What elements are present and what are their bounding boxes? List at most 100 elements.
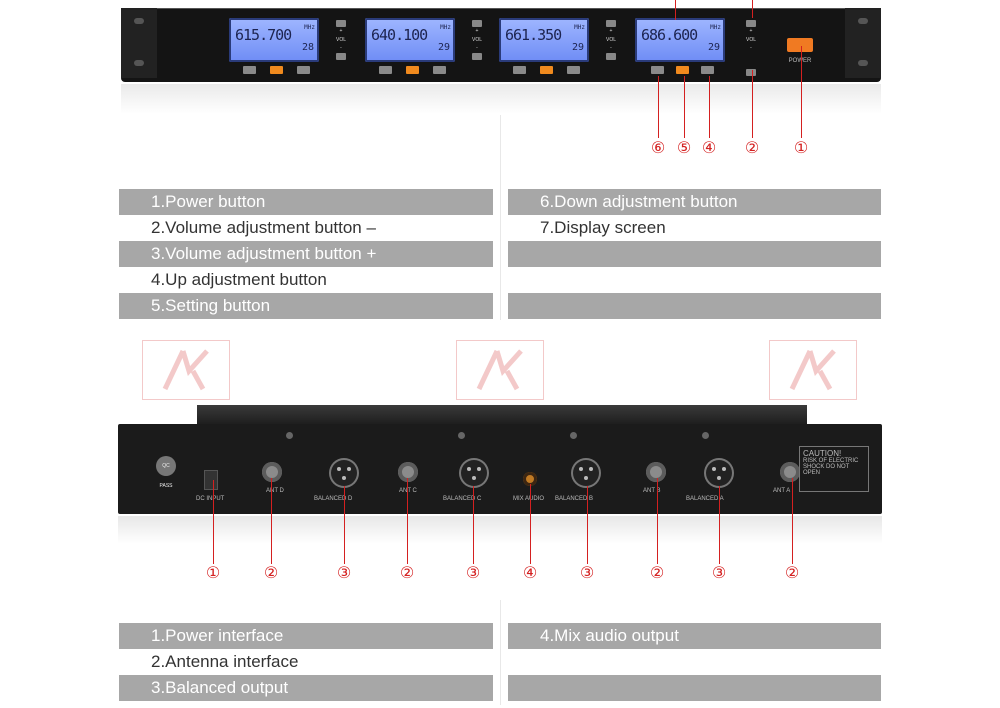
- display-screen: 640.100 MHz 29: [365, 18, 455, 62]
- legend-row-empty: [508, 675, 881, 701]
- leader-line: [709, 76, 710, 138]
- frequency-unit: MHz: [304, 24, 315, 31]
- volume-minus-label: -: [340, 45, 342, 51]
- balanced-a-label: BALANCED A: [686, 496, 724, 502]
- frequency-readout: 615.700: [235, 26, 292, 44]
- screw: [570, 432, 577, 439]
- volume-down-button[interactable]: [746, 69, 756, 76]
- receiver-front-panel: 615.700 MHz 28 + VOL - 640.100 MHz 29 + …: [121, 8, 881, 82]
- power-button[interactable]: [787, 38, 813, 52]
- callout-6: ⑥: [650, 138, 666, 157]
- leader-line: [752, 0, 753, 18]
- up-button[interactable]: [567, 66, 580, 74]
- callout-4: ④: [522, 563, 538, 582]
- setting-button[interactable]: [540, 66, 553, 74]
- ant-b-label: ANT B: [643, 488, 661, 494]
- balanced-b-label: BALANCED B: [555, 496, 594, 502]
- legend-row: 2.Volume adjustment button –: [151, 218, 376, 237]
- leader-line: [473, 486, 474, 564]
- volume-down-button[interactable]: [472, 53, 482, 60]
- volume-down-button[interactable]: [606, 53, 616, 60]
- setting-button[interactable]: [406, 66, 419, 74]
- callout-2: ②: [744, 138, 760, 157]
- setting-button[interactable]: [676, 66, 689, 74]
- dc-input-jack[interactable]: [204, 470, 218, 490]
- watermark-logo: [142, 340, 230, 400]
- leader-line: [530, 484, 531, 564]
- volume-down-button[interactable]: [336, 53, 346, 60]
- up-button[interactable]: [701, 66, 714, 74]
- balanced-d-label: BALANCED D: [314, 496, 353, 502]
- down-button[interactable]: [243, 66, 256, 74]
- leader-line: [792, 478, 793, 564]
- antenna-d-connector[interactable]: [262, 462, 282, 482]
- antenna-b-connector[interactable]: [646, 462, 666, 482]
- caution-text: RISK OF ELECTRIC SHOCK DO NOT OPEN: [803, 458, 859, 476]
- legend-row: 1.Power interface: [119, 623, 493, 649]
- frequency-unit: MHz: [710, 24, 721, 31]
- callout-2: ②: [784, 563, 800, 582]
- receiver-rear-panel: QC PASS DC INPUT ANT D BALANCED D ANT C …: [118, 424, 882, 514]
- volume-up-button[interactable]: [746, 20, 756, 27]
- leader-line: [719, 486, 720, 564]
- rack-ear-right: [845, 8, 881, 78]
- volume-control: + VOL -: [741, 18, 761, 76]
- leader-line: [587, 486, 588, 564]
- mix-audio-jack[interactable]: [523, 472, 537, 486]
- down-button[interactable]: [379, 66, 392, 74]
- legend-row: 4.Mix audio output: [508, 623, 881, 649]
- up-button[interactable]: [297, 66, 310, 74]
- leader-line: [658, 76, 659, 138]
- leader-line: [407, 478, 408, 564]
- leader-line: [213, 480, 214, 564]
- legend-row: 3.Balanced output: [119, 675, 493, 701]
- down-button[interactable]: [513, 66, 526, 74]
- volume-up-button[interactable]: [472, 20, 482, 27]
- volume-plus-label: +: [339, 28, 343, 34]
- screw: [458, 432, 465, 439]
- volume-plus-label: +: [609, 28, 613, 34]
- panel-reflection: [118, 516, 882, 544]
- ant-d-label: ANT D: [266, 488, 284, 494]
- watermark-logo: [769, 340, 857, 400]
- frequency-readout: 686.600: [641, 26, 698, 44]
- divider-line: [500, 600, 501, 705]
- antenna-a-connector[interactable]: [780, 462, 800, 482]
- divider-line: [500, 115, 501, 320]
- up-button[interactable]: [433, 66, 446, 74]
- down-button[interactable]: [651, 66, 664, 74]
- power-label: POWER: [788, 58, 812, 64]
- callout-3: ③: [465, 563, 481, 582]
- callout-2: ②: [263, 563, 279, 582]
- callout-3: ③: [711, 563, 727, 582]
- volume-label: VOL: [471, 37, 482, 43]
- balanced-c-output[interactable]: [459, 458, 489, 488]
- volume-up-button[interactable]: [606, 20, 616, 27]
- volume-minus-label: -: [610, 45, 612, 51]
- volume-control: + VOL -: [467, 18, 487, 62]
- display-screen: 686.600 MHz 29: [635, 18, 725, 62]
- balanced-d-output[interactable]: [329, 458, 359, 488]
- legend-row-empty: [508, 241, 881, 267]
- callout-2: ②: [649, 563, 665, 582]
- volume-plus-label: +: [475, 28, 479, 34]
- legend-row: 3.Volume adjustment button +: [119, 241, 493, 267]
- setting-button[interactable]: [270, 66, 283, 74]
- leader-line: [684, 76, 685, 138]
- legend-row: 4.Up adjustment button: [151, 270, 327, 289]
- channel-readout: 29: [571, 42, 584, 53]
- legend-row: 1.Power button: [119, 189, 493, 215]
- leader-line: [657, 478, 658, 564]
- ant-a-label: ANT A: [773, 488, 791, 494]
- antenna-c-connector[interactable]: [398, 462, 418, 482]
- legend-row: 7.Display screen: [540, 218, 666, 237]
- callout-2: ②: [399, 563, 415, 582]
- balanced-a-output[interactable]: [704, 458, 734, 488]
- leader-line: [271, 478, 272, 564]
- callout-4: ④: [701, 138, 717, 157]
- balanced-b-output[interactable]: [571, 458, 601, 488]
- balanced-c-label: BALANCED C: [443, 496, 482, 502]
- volume-up-button[interactable]: [336, 20, 346, 27]
- screw: [286, 432, 293, 439]
- legend-row-empty: [508, 293, 881, 319]
